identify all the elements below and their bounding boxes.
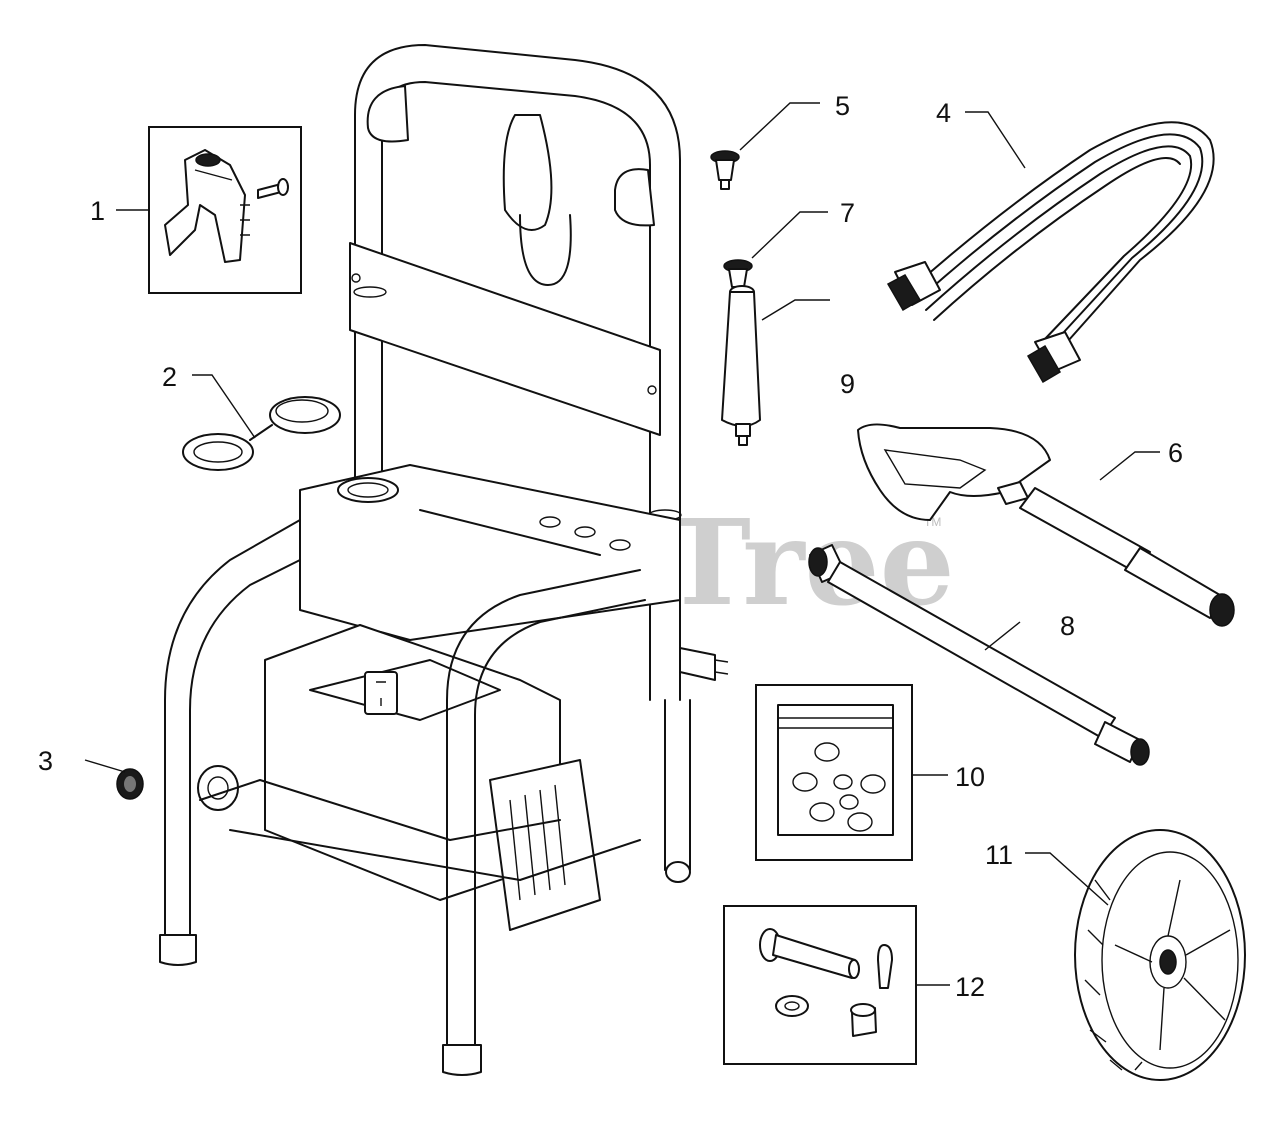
part-12-axle-kit xyxy=(723,905,917,1065)
part-8-spray-wand xyxy=(808,544,1150,766)
callout-6: 6 xyxy=(1168,438,1183,468)
callout-line-8 xyxy=(984,621,1021,651)
part-1-hose-hook xyxy=(148,126,302,294)
callout-line-11 xyxy=(1025,852,1109,906)
callout-5: 5 xyxy=(835,91,850,121)
part-10-oring-kit xyxy=(755,684,913,861)
part-2-cap-tether xyxy=(182,396,341,471)
callout-line-4 xyxy=(965,111,1026,169)
callout-line-7 xyxy=(751,211,828,259)
callout-11: 11 xyxy=(985,840,1013,870)
callout-line-9 xyxy=(761,299,830,321)
part-11-wheel xyxy=(1074,829,1246,1081)
part-3-inlet-screen xyxy=(116,768,144,800)
callout-line-5 xyxy=(739,102,820,151)
part-9-turbo-nozzle xyxy=(721,285,761,446)
callout-9: 9 xyxy=(840,369,855,399)
callout-2: 2 xyxy=(162,362,177,392)
part-6-spray-gun xyxy=(857,423,1235,627)
part-5-nozzle xyxy=(710,150,740,190)
callout-3: 3 xyxy=(38,746,53,776)
callout-line-3 xyxy=(84,759,126,773)
callout-line-6 xyxy=(1099,451,1160,481)
callout-10: 10 xyxy=(955,762,985,792)
callout-7: 7 xyxy=(840,198,855,228)
callout-12: 12 xyxy=(955,972,985,1002)
callout-4: 4 xyxy=(936,98,951,128)
callout-line-2 xyxy=(192,374,256,439)
callout-8: 8 xyxy=(1060,611,1075,641)
callout-1: 1 xyxy=(90,196,105,226)
part-4-high-pressure-hose xyxy=(886,121,1215,384)
pressure-washer-main-unit xyxy=(159,44,729,1076)
